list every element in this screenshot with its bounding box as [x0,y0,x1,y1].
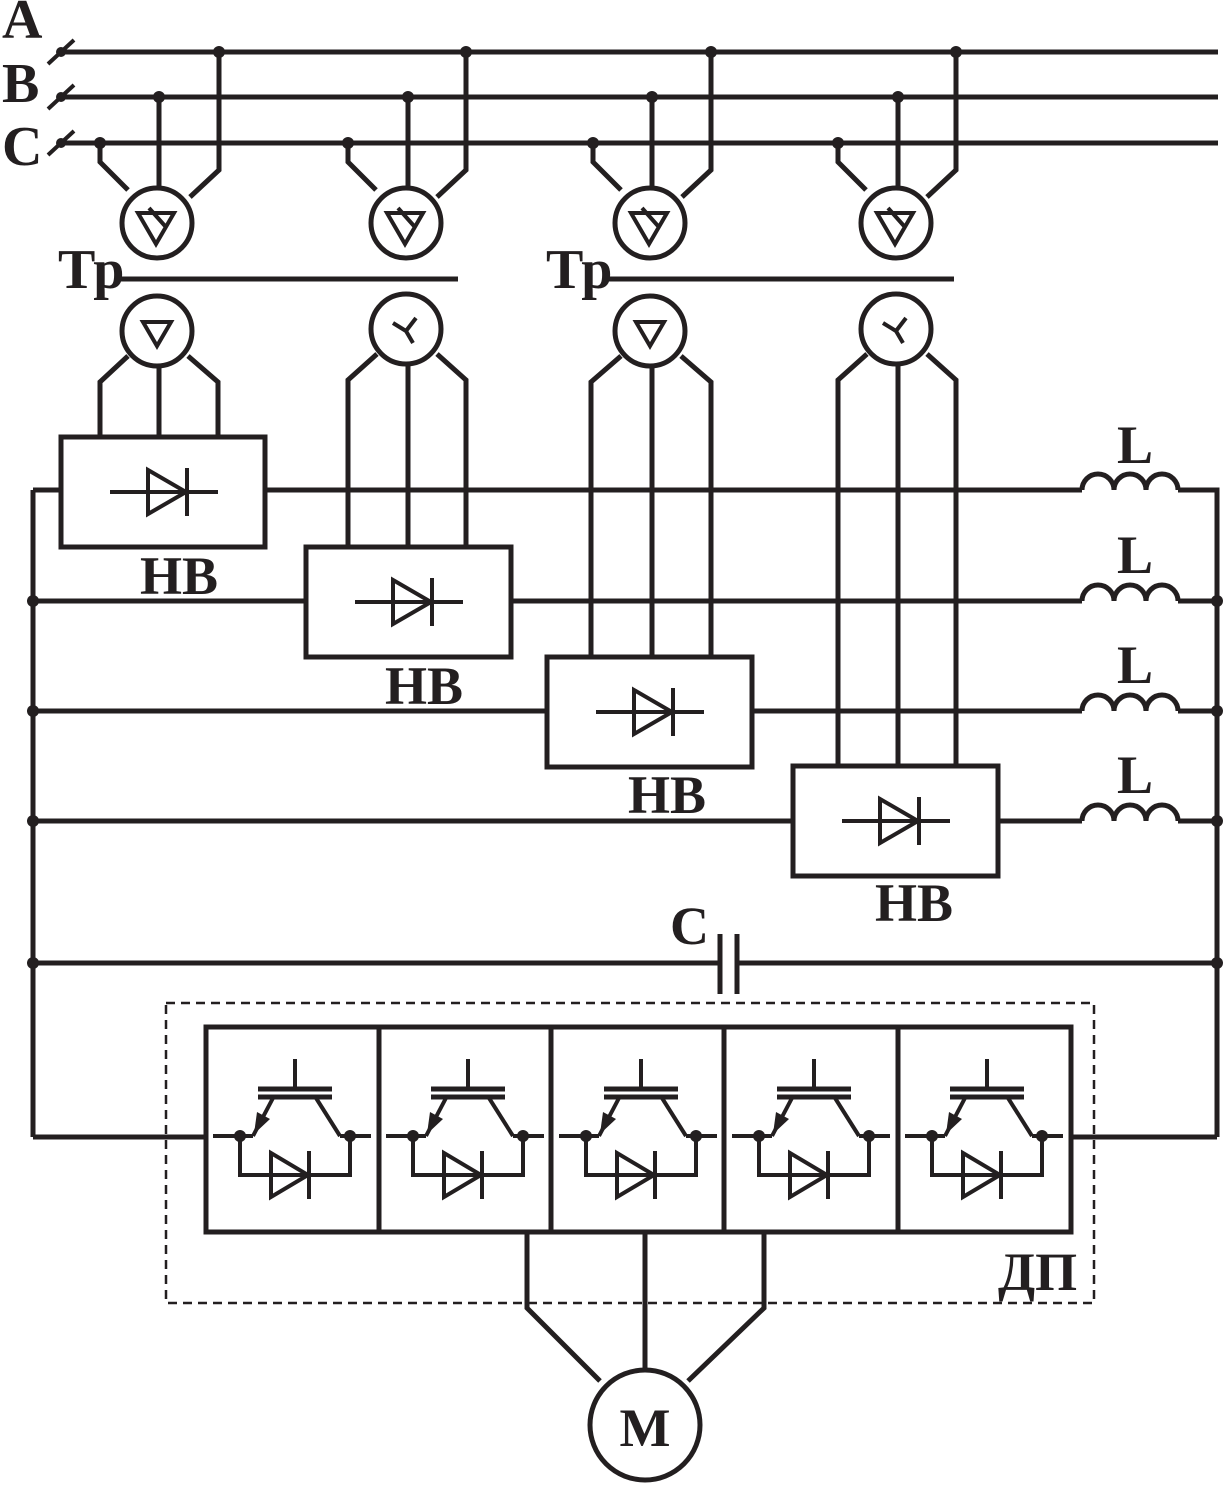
rectifier-label-3: НВ [628,765,706,825]
igbt-cell-3 [559,1059,717,1199]
primary-winding-4 [858,185,934,261]
inductor-1 [1079,471,1181,491]
phase-a-label: A [2,0,43,51]
inductor-label-4: L [1117,745,1153,805]
capacitor-label: C [670,896,709,956]
transformer-label-2: Тр [546,239,612,301]
secondary-winding-4-star [858,291,934,367]
motor [587,1367,703,1483]
secondary-connections [97,352,959,766]
phase-c-label: C [2,116,42,178]
primary-winding-2 [368,185,444,261]
rectifier-label-2: НВ [385,656,463,716]
inductor-4 [1079,802,1181,822]
primary-connections [94,46,962,199]
primary-winding-1 [119,185,195,261]
secondary-winding-2-star [368,291,444,367]
rectifier-1 [58,434,268,550]
converter-cells [203,1024,1074,1235]
motor-leads [524,1232,767,1383]
rectifier-3 [544,654,755,770]
dc-bus-wiring [27,487,1223,1140]
igbt-cell-1 [213,1059,371,1201]
inductor-label-2: L [1117,525,1153,585]
secondary-winding-3-delta [612,293,688,369]
converter-label: ДП [998,1242,1077,1302]
phase-b-label: B [2,53,39,115]
inductor-label-3: L [1117,635,1153,695]
inductor-2 [1079,582,1181,602]
rectifier-2 [303,544,514,660]
motor-label: M [620,1398,671,1458]
igbt-cell-5 [905,1059,1063,1199]
rectifier-4 [790,763,1001,879]
inductor-label-1: L [1117,415,1153,475]
igbt-cell-2 [386,1059,544,1199]
rectifier-label-1: НВ [140,546,218,606]
converter-boundary [164,1001,1096,1305]
transformer-label-1: Тр [58,239,124,301]
primary-winding-3 [612,185,688,261]
inductor-3 [1079,692,1181,712]
supply-lines [46,38,1218,157]
igbt-cell-4 [732,1059,890,1199]
capacitor [717,934,740,994]
secondary-winding-1-delta [119,293,195,369]
rectifier-label-4: НВ [875,873,953,933]
